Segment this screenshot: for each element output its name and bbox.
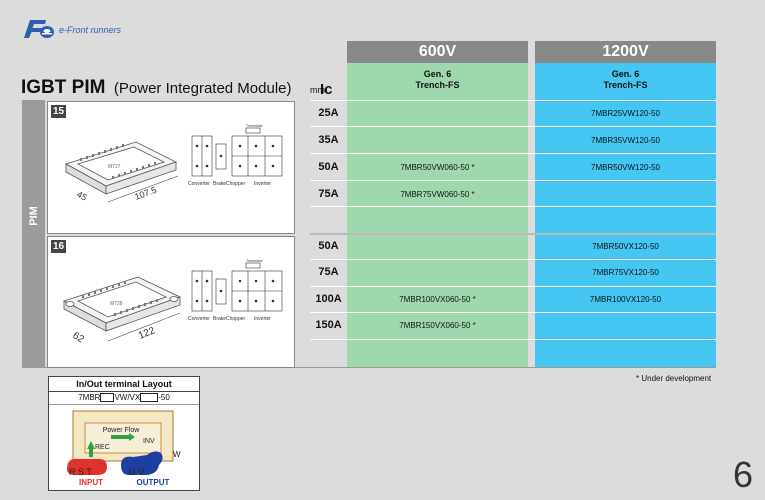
w-terminal-label: W xyxy=(173,450,181,459)
schematic-label: Converter xyxy=(188,316,210,322)
schematic-label: Brake xyxy=(213,316,226,322)
package-number: 15 xyxy=(51,105,67,118)
output-label: OUTPUT xyxy=(137,478,170,487)
output-terminals-label: U V xyxy=(129,467,144,477)
ic-cell: 50A xyxy=(318,240,339,252)
package-16-panel: 16 M728 122 62 xyxy=(47,236,295,368)
module-mark: M727 xyxy=(108,164,121,170)
input-terminals-label: R S T xyxy=(69,467,92,477)
dimension-length: 122 xyxy=(137,325,157,342)
part-cell-600v: 7MBR100VX060-50 * xyxy=(399,295,476,304)
package-15-panel: 15 M727 107.5 45 xyxy=(47,101,295,234)
ic-cell: 75A xyxy=(318,266,339,278)
input-blob-icon xyxy=(67,458,107,475)
row-divider xyxy=(310,100,716,101)
row-divider xyxy=(310,312,716,313)
part-cell-600v: 7MBR50VW060-50 * xyxy=(400,163,475,172)
page-number: 6 xyxy=(733,454,754,495)
terminal-layout-diagram: Power Flow REC INV W R S T U V INPUT OUT… xyxy=(67,410,181,487)
ic-cell: 75A xyxy=(318,188,339,200)
title-subtitle: (Power Integrated Module) xyxy=(113,80,292,97)
row-divider xyxy=(310,259,716,260)
part-cell-1200v: 7MBR100VX120-50 xyxy=(589,295,662,304)
part-cell-1200v: 7MBR25VW120-50 xyxy=(591,109,660,118)
voltage-header-600v: 600V xyxy=(347,41,528,63)
dimension-width: 45 xyxy=(75,189,89,203)
inv-label: INV xyxy=(143,438,155,445)
part-cell-1200v: 7MBR35VW120-50 xyxy=(591,136,660,145)
part-cell-1200v: 7MBR50VX120-50 xyxy=(592,242,659,251)
pim-side-bar xyxy=(22,100,45,367)
row-divider xyxy=(310,153,716,154)
power-flow-label: Power Flow xyxy=(103,427,141,434)
terminal-layout-title: In/Out terminal Layout xyxy=(49,377,199,392)
input-arrow-icon xyxy=(87,441,95,457)
ic-cell: 35A xyxy=(318,134,339,146)
schematic-label: Chopper xyxy=(226,181,246,187)
section-divider xyxy=(310,233,716,235)
row-divider xyxy=(310,180,716,181)
part-cell-1200v: 7MBR75VX120-50 xyxy=(592,268,659,277)
thermistor-label: Thermistor xyxy=(246,259,264,263)
circuit-schematic-16: Thermistor Converter Brake Chopper Inver… xyxy=(188,259,283,322)
schematic-label: Inverter xyxy=(254,181,271,187)
ic-cell: 25A xyxy=(318,107,339,119)
dimension-width: 62 xyxy=(70,330,86,345)
ic-cell: 50A xyxy=(318,161,339,173)
module-drawing-15: M727 107.5 45 xyxy=(64,141,179,203)
row-divider xyxy=(310,126,716,127)
part-cell-600v: 7MBR75VW060-50 * xyxy=(400,190,475,199)
footnote: * Under development xyxy=(636,374,712,383)
page-title: IGBT PIM (Power Integrated Module) mm xyxy=(21,77,325,99)
ic-cell: 100A xyxy=(315,293,342,305)
schematic-label: Converter xyxy=(188,181,210,187)
circuit-schematic-15: Thermistor Converter Brake Chopper Inver… xyxy=(188,124,283,187)
row-divider xyxy=(310,286,716,287)
voltage-header-1200v: 1200V xyxy=(535,41,716,63)
row-divider xyxy=(310,339,716,340)
ic-column-header: Ic xyxy=(320,81,333,98)
table-bottom-rule xyxy=(22,367,716,368)
brand-tagline: e-Front runners xyxy=(59,25,122,35)
part-cell-1200v: 7MBR50VW120-50 xyxy=(591,163,660,172)
dimension-length: 107.5 xyxy=(133,185,158,202)
power-flow-arrow-icon xyxy=(111,433,135,441)
module-drawing-16: M728 122 62 xyxy=(62,276,182,346)
package-number: 16 xyxy=(51,240,67,253)
rec-label: REC xyxy=(95,444,110,451)
title-main: IGBT PIM xyxy=(21,77,106,98)
dimension-unit: mm xyxy=(309,85,325,95)
schematic-label: Chopper xyxy=(226,316,246,322)
output-blob-icon xyxy=(121,451,163,475)
fe-logo-icon xyxy=(24,20,54,38)
schematic-label: Brake xyxy=(213,181,226,187)
row-divider xyxy=(310,206,716,207)
module-mark: M728 xyxy=(110,301,123,307)
input-label: INPUT xyxy=(79,478,103,487)
part-cell-600v: 7MBR150VX060-50 * xyxy=(399,321,476,330)
ic-cell: 150A xyxy=(315,319,342,331)
schematic-label: Inverter xyxy=(254,316,271,322)
pim-side-label: PIM xyxy=(27,206,40,226)
thermistor-label: Thermistor xyxy=(246,124,264,128)
